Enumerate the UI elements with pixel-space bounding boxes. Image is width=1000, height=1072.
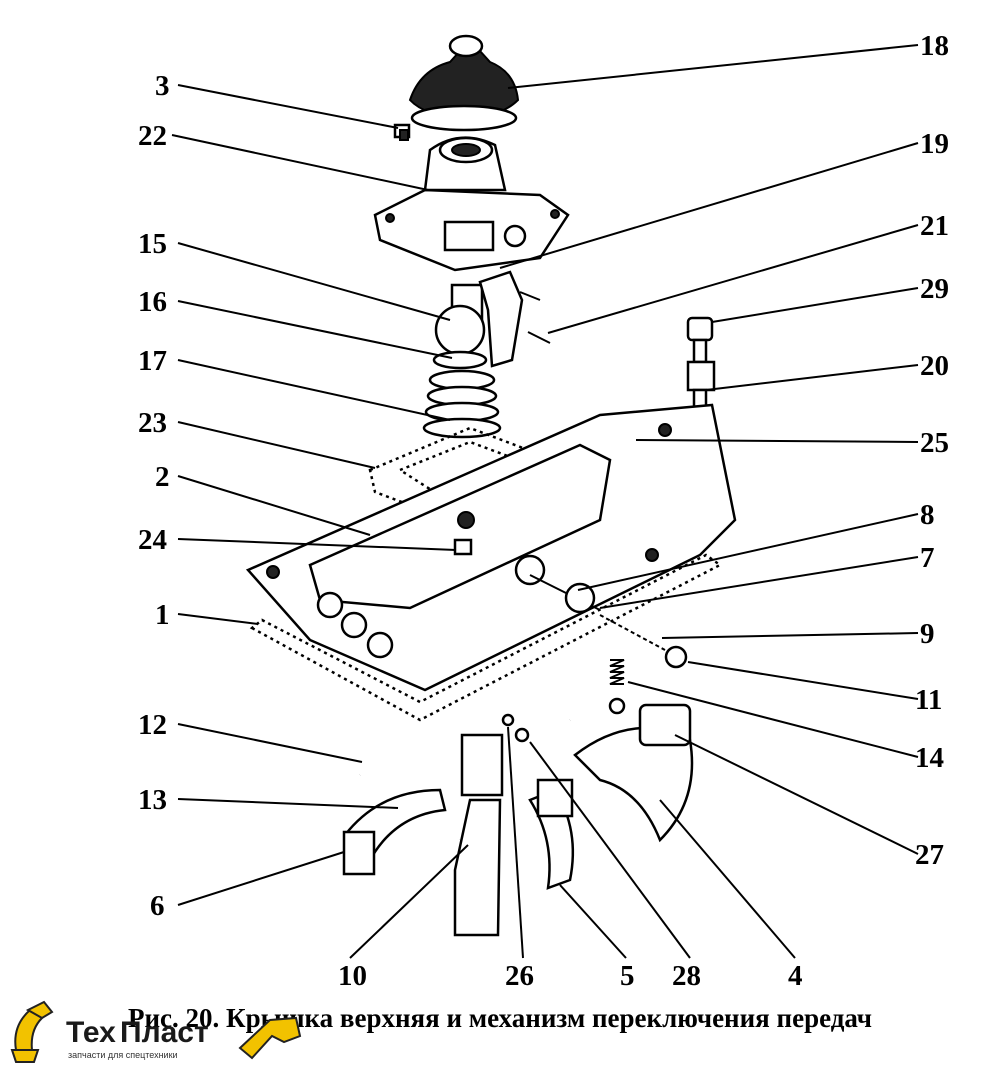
logo-brand-suffix: Пласт: [120, 1016, 209, 1049]
leader-lines: [171, 44, 919, 959]
label-22: 22: [138, 120, 167, 152]
part-small-spring: [608, 659, 626, 715]
label-1: 1: [155, 599, 170, 631]
label-10: 10: [338, 960, 367, 992]
label-8: 8: [920, 499, 935, 531]
label-29: 29: [920, 273, 949, 305]
label-16: 16: [138, 286, 167, 318]
label-27: 27: [915, 839, 944, 871]
part-top-cover: [245, 403, 737, 692]
logo-tagline: запчасти для спецтехники: [68, 1050, 178, 1060]
label-24: 24: [138, 524, 167, 556]
part-rubber-boot: [408, 34, 520, 132]
label-2: 2: [155, 461, 170, 493]
excavator-icon: [10, 1000, 54, 1063]
label-5: 5: [620, 960, 635, 992]
part-spring: [422, 350, 502, 439]
label-12: 12: [138, 709, 167, 741]
part-bolt: [393, 123, 411, 141]
label-3: 3: [155, 70, 170, 102]
drawing: [245, 34, 737, 937]
label-23: 23: [138, 407, 167, 439]
part-lever-and-ball: [434, 270, 551, 368]
logo-brand-prefix: Тех: [66, 1016, 116, 1049]
label-20: 20: [920, 350, 949, 382]
label-7: 7: [920, 542, 935, 574]
label-4: 4: [788, 960, 803, 992]
part-lever-housing: [373, 136, 570, 272]
label-17: 17: [138, 345, 167, 377]
part-detent-assembly: [514, 554, 688, 669]
label-18: 18: [920, 30, 949, 62]
label-21: 21: [920, 210, 949, 242]
part-shift-forks: [342, 703, 694, 937]
brand-logo: Тех Пласт запчасти для спецтехники: [10, 1000, 302, 1063]
part-lower-gasket: [249, 553, 723, 722]
part-small-pins: [501, 713, 530, 743]
label-19: 19: [920, 128, 949, 160]
label-26: 26: [505, 960, 534, 992]
excavator-arm-icon: [238, 1016, 302, 1060]
label-13: 13: [138, 784, 167, 816]
part-labels: 18 3 22 19 21 15 29 16 17 20 23 25 2 8 2…: [138, 30, 949, 992]
part-upper-gasket: [368, 426, 571, 524]
label-14: 14: [915, 742, 944, 774]
figure-caption: Рис. 20. Крышка верхняя и механизм перек…: [127, 1003, 873, 1033]
label-11: 11: [915, 684, 942, 716]
label-9: 9: [920, 618, 935, 650]
label-28: 28: [672, 960, 701, 992]
label-15: 15: [138, 228, 167, 260]
label-25: 25: [920, 427, 949, 459]
label-6: 6: [150, 890, 165, 922]
